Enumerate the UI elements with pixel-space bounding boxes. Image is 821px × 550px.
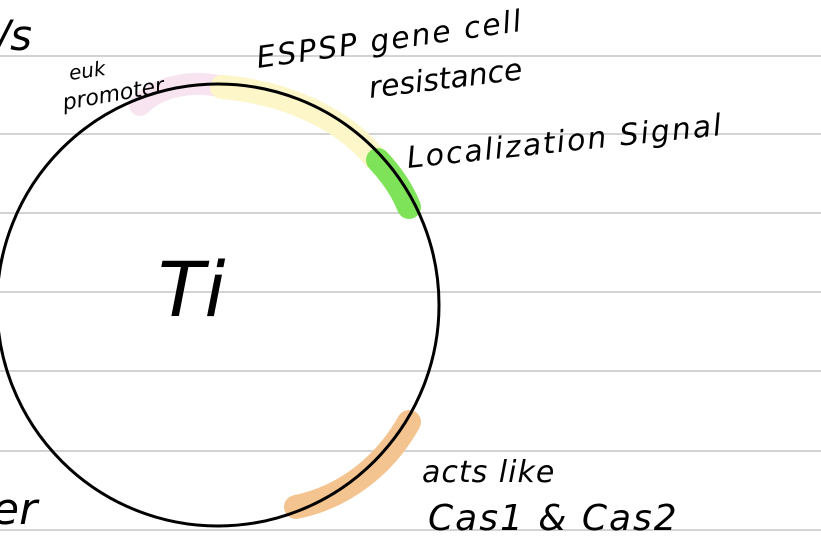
cas-label-line2: Cas1 & Cas2 — [428, 498, 679, 539]
localization-label: Localization Signal — [405, 108, 725, 176]
promoter-label-line1: euk — [67, 56, 108, 85]
cas-highlight — [284, 410, 421, 519]
plasmid-circle — [0, 82, 441, 528]
center-label: Ti — [158, 245, 226, 334]
margin-fragment-bottom-left: er — [0, 484, 40, 535]
localization-signal-highlight — [366, 148, 421, 219]
gene-highlight — [210, 75, 387, 170]
cas-label-line1: acts like — [422, 455, 555, 490]
margin-fragment-top-left: /s — [0, 11, 32, 60]
gene-label-line2: resistance — [367, 52, 525, 106]
